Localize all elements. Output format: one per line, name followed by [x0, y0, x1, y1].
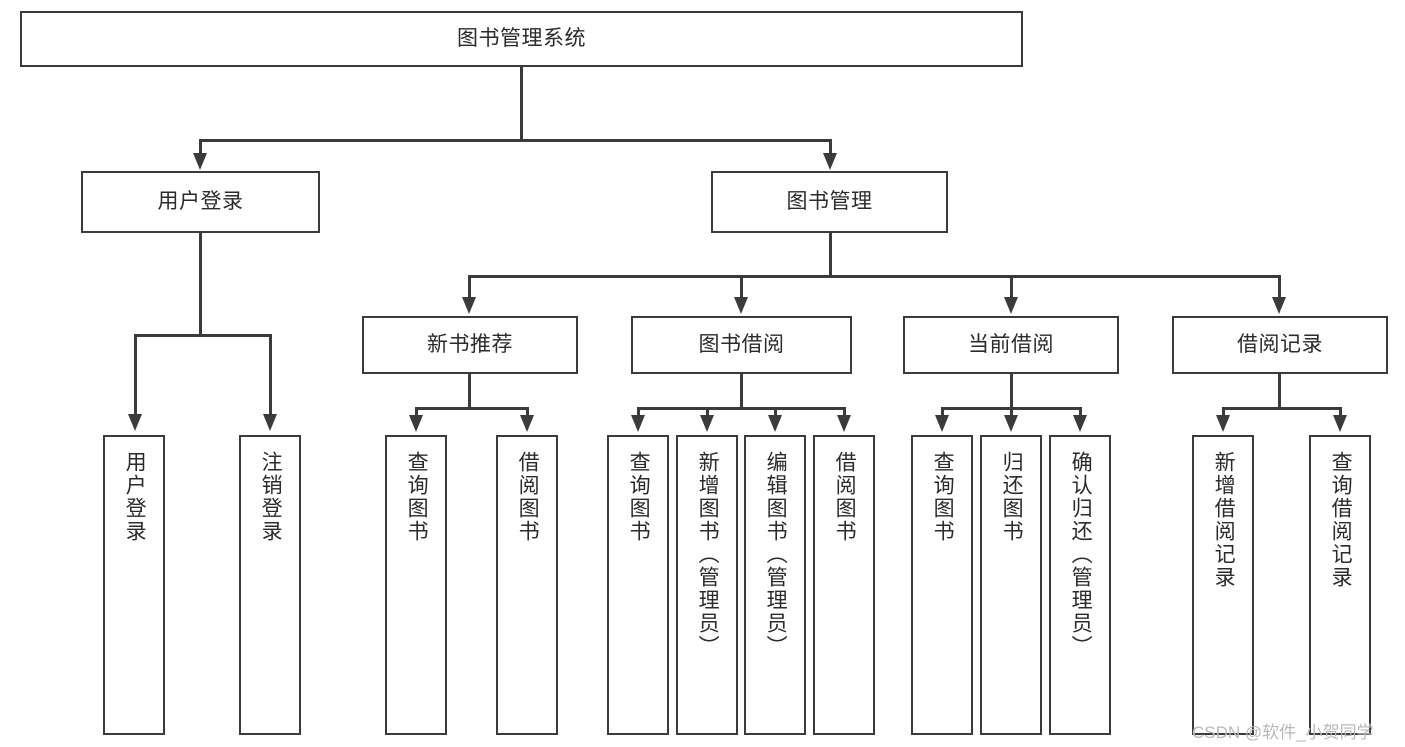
arrowhead-bb-leaf-4 [837, 415, 851, 432]
arrowhead-br-leaf-1 [1216, 415, 1230, 432]
node-borrow-record[interactable]: 借阅记录 [1172, 316, 1388, 374]
node-label: 当前借阅 [968, 332, 1054, 356]
connector-cb-stem [1010, 374, 1013, 407]
arrowhead-nbr-leaf-1 [409, 415, 423, 432]
connector-bb-drop-1 [637, 407, 640, 419]
connector-root-bus [199, 139, 832, 142]
node-label: 新书推荐 [427, 332, 513, 356]
connector-user-login-bus [134, 334, 272, 337]
connector-bb-drop-4 [843, 407, 846, 419]
node-new-book-recommend[interactable]: 新书推荐 [362, 316, 578, 374]
node-label: 新增借阅记录 [1212, 451, 1236, 589]
node-label: 编辑图书（管理员） [764, 451, 788, 658]
arrowhead-user-login-leaf-2 [263, 414, 277, 431]
arrowhead-to-new-book-recommend [462, 297, 476, 314]
leaf-user-login-logout[interactable]: 注销登录 [239, 435, 301, 735]
arrowhead-br-leaf-2 [1333, 415, 1347, 432]
node-label: 查询图书 [405, 451, 429, 543]
leaf-br-query-record[interactable]: 查询借阅记录 [1309, 435, 1371, 735]
node-current-borrow[interactable]: 当前借阅 [903, 316, 1119, 374]
arrowhead-to-current-borrow [1004, 297, 1018, 314]
leaf-cb-return-book[interactable]: 归还图书 [980, 435, 1042, 735]
arrowhead-to-user-login [193, 153, 207, 170]
node-label: 借阅记录 [1237, 332, 1323, 356]
connector-user-login-stem [199, 233, 202, 334]
node-label: 借阅图书 [516, 451, 540, 543]
arrowhead-to-book-management [823, 153, 837, 170]
connector-cb-drop-1 [941, 407, 944, 419]
connector-bb-stem [740, 374, 743, 407]
node-book-management[interactable]: 图书管理 [711, 171, 948, 233]
arrowhead-cb-leaf-1 [935, 415, 949, 432]
node-root-book-management-system[interactable]: 图书管理系统 [20, 11, 1023, 67]
connector-bm-drop-2 [740, 275, 743, 301]
node-label: 图书管理系统 [457, 26, 586, 50]
connector-br-stem [1278, 374, 1281, 407]
leaf-bb-query-book[interactable]: 查询图书 [607, 435, 669, 735]
connector-nbr-stem [468, 374, 471, 407]
leaf-user-login-login[interactable]: 用户登录 [103, 435, 165, 735]
arrowhead-bb-leaf-1 [631, 415, 645, 432]
node-label: 用户登录 [123, 451, 147, 543]
node-label: 注销登录 [259, 451, 283, 543]
connector-user-login-drop-2 [269, 334, 272, 418]
node-label: 确认归还（管理员） [1069, 451, 1093, 658]
connector-nbr-drop-2 [526, 407, 529, 419]
arrowhead-cb-leaf-3 [1073, 415, 1087, 432]
connector-root-drop-2 [829, 139, 832, 157]
connector-book-management-bus [468, 275, 1280, 278]
connector-user-login-drop-1 [134, 334, 137, 418]
node-label: 图书管理 [786, 189, 873, 213]
arrowhead-to-book-borrow [734, 297, 748, 314]
node-label: 用户登录 [157, 189, 244, 213]
arrowhead-cb-leaf-2 [1004, 415, 1018, 432]
connector-cb-drop-2 [1010, 407, 1013, 419]
node-label: 新增图书（管理员） [696, 451, 720, 658]
node-label: 查询图书 [931, 451, 955, 543]
node-label: 借阅图书 [833, 451, 857, 543]
connector-nbr-drop-1 [415, 407, 418, 419]
connector-root-stem [520, 67, 523, 139]
node-label: 图书借阅 [698, 332, 785, 356]
connector-book-management-stem [829, 233, 832, 275]
connector-bb-bus [637, 407, 845, 410]
leaf-cb-query-book[interactable]: 查询图书 [911, 435, 973, 735]
arrowhead-nbr-leaf-2 [520, 415, 534, 432]
connector-bb-drop-2 [706, 407, 709, 419]
arrowhead-user-login-leaf-1 [128, 414, 142, 431]
csdn-watermark: CSDN @软件_小贺同学 [1192, 723, 1374, 742]
connector-cb-drop-3 [1079, 407, 1082, 419]
node-label: 查询借阅记录 [1329, 451, 1353, 589]
connector-br-bus [1222, 407, 1341, 410]
arrowhead-bb-leaf-2 [700, 415, 714, 432]
node-user-login[interactable]: 用户登录 [81, 171, 320, 233]
node-label: 查询图书 [627, 451, 651, 543]
connector-br-drop-2 [1339, 407, 1342, 419]
connector-root-drop-1 [199, 139, 202, 157]
leaf-bb-edit-book-admin[interactable]: 编辑图书（管理员） [744, 435, 806, 735]
connector-br-drop-1 [1222, 407, 1225, 419]
leaf-br-add-record[interactable]: 新增借阅记录 [1192, 435, 1254, 735]
connector-bm-drop-1 [468, 275, 471, 301]
connector-bb-drop-3 [774, 407, 777, 419]
connector-bm-drop-4 [1278, 275, 1281, 301]
leaf-bb-add-book-admin[interactable]: 新增图书（管理员） [676, 435, 738, 735]
arrowhead-bb-leaf-3 [768, 415, 782, 432]
leaf-cb-confirm-return-admin[interactable]: 确认归还（管理员） [1049, 435, 1111, 735]
node-label: 归还图书 [1000, 451, 1024, 543]
leaf-bb-borrow-book[interactable]: 借阅图书 [813, 435, 875, 735]
connector-nbr-bus [415, 407, 528, 410]
node-book-borrow[interactable]: 图书借阅 [631, 316, 852, 374]
leaf-nbr-borrow-book[interactable]: 借阅图书 [496, 435, 558, 735]
connector-bm-drop-3 [1010, 275, 1013, 301]
arrowhead-to-borrow-record [1272, 297, 1286, 314]
leaf-nbr-query-book[interactable]: 查询图书 [385, 435, 447, 735]
